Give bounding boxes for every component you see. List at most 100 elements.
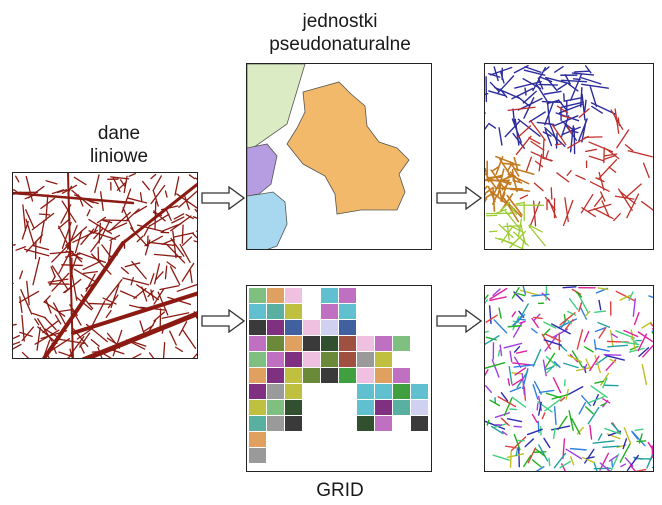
road-segment bbox=[485, 174, 503, 181]
grid-cell bbox=[375, 352, 392, 367]
road-segment bbox=[485, 298, 489, 305]
road-segment bbox=[513, 231, 529, 247]
road-segment bbox=[109, 211, 131, 232]
road-segment bbox=[590, 102, 617, 115]
grid-cell bbox=[249, 368, 266, 383]
road-segment bbox=[616, 129, 630, 149]
road-segment bbox=[528, 137, 541, 145]
road-segment bbox=[499, 70, 505, 84]
road-segment bbox=[620, 341, 640, 346]
road-segment bbox=[544, 336, 557, 352]
road-segment bbox=[492, 182, 501, 196]
road-segment bbox=[581, 119, 587, 143]
road-segment bbox=[193, 240, 197, 243]
road-segment bbox=[45, 300, 52, 314]
road-segment bbox=[514, 80, 542, 89]
road-segment bbox=[543, 66, 550, 72]
road-segment bbox=[169, 266, 181, 286]
road-segment bbox=[179, 243, 191, 263]
road-segment bbox=[509, 386, 522, 393]
road-segment bbox=[141, 180, 150, 191]
road-segment bbox=[528, 224, 546, 247]
grid-cell bbox=[321, 304, 338, 319]
zone-orange bbox=[286, 81, 410, 215]
road-segment bbox=[524, 66, 542, 73]
road-segment bbox=[181, 262, 195, 282]
road-segment bbox=[638, 347, 650, 357]
road-segment bbox=[629, 345, 639, 351]
road-segment bbox=[592, 440, 615, 444]
road-segment bbox=[528, 111, 546, 123]
grid-cell bbox=[357, 400, 374, 415]
road-segment bbox=[631, 430, 646, 447]
road-segment bbox=[627, 150, 653, 158]
road-segment bbox=[518, 446, 520, 468]
road-segment bbox=[80, 294, 94, 310]
road-segment bbox=[593, 195, 604, 207]
road-segment bbox=[71, 291, 197, 335]
road-segment bbox=[508, 366, 513, 385]
road-segment bbox=[492, 454, 510, 461]
grid-cell bbox=[267, 384, 284, 399]
road-segment bbox=[153, 263, 161, 285]
road-segment bbox=[534, 448, 546, 457]
grid-cell bbox=[249, 336, 266, 351]
road-segment bbox=[507, 325, 522, 328]
road-segment bbox=[514, 367, 527, 376]
grid-cell bbox=[249, 400, 266, 415]
road-segment bbox=[109, 234, 121, 242]
road-segment bbox=[122, 277, 150, 286]
grid-cell bbox=[249, 288, 266, 303]
grid-cell bbox=[303, 336, 320, 351]
road-segment bbox=[595, 177, 605, 183]
grid-cell bbox=[249, 448, 266, 463]
grid-cell bbox=[285, 416, 302, 431]
road-segment bbox=[43, 295, 51, 303]
grid-cell bbox=[339, 288, 356, 303]
grid-result-map bbox=[485, 286, 653, 471]
road-segment bbox=[533, 182, 544, 192]
road-segment bbox=[13, 334, 20, 340]
road-segment bbox=[581, 395, 592, 407]
road-segment bbox=[534, 160, 544, 168]
road-segment bbox=[509, 205, 518, 215]
arrow-right-icon bbox=[201, 186, 245, 210]
road-segment bbox=[531, 293, 550, 297]
road-segment bbox=[548, 457, 551, 467]
road-segment bbox=[551, 393, 569, 400]
road-segment bbox=[491, 165, 500, 172]
road-segment bbox=[58, 217, 71, 230]
road-segment bbox=[153, 253, 182, 258]
road-segment bbox=[119, 290, 138, 299]
road-segment bbox=[521, 373, 526, 396]
road-segment bbox=[45, 194, 49, 221]
road-segment bbox=[599, 452, 610, 471]
road-segment bbox=[169, 330, 177, 346]
road-segment bbox=[498, 168, 505, 188]
road-segment bbox=[557, 415, 568, 431]
road-segment bbox=[642, 344, 653, 358]
grid-cell bbox=[249, 432, 266, 447]
road-segment bbox=[173, 232, 195, 238]
road-segment bbox=[164, 265, 168, 280]
road-segment bbox=[488, 230, 498, 233]
road-segment bbox=[78, 252, 107, 263]
road-segment bbox=[47, 354, 50, 358]
road-segment bbox=[553, 361, 561, 368]
road-segment bbox=[597, 321, 611, 328]
road-segment bbox=[485, 294, 489, 301]
road-segment bbox=[494, 412, 511, 419]
road-segment bbox=[566, 169, 572, 177]
road-segment bbox=[515, 135, 532, 156]
road-segment bbox=[485, 335, 500, 346]
road-segment bbox=[568, 83, 579, 92]
road-segment bbox=[32, 245, 50, 251]
road-segment bbox=[632, 298, 637, 317]
road-segment bbox=[507, 106, 536, 112]
road-segment bbox=[517, 218, 522, 237]
road-segment bbox=[538, 153, 543, 172]
road-segment bbox=[598, 171, 605, 191]
road-segment bbox=[584, 65, 592, 74]
road-segment bbox=[52, 302, 68, 328]
road-segment bbox=[543, 321, 557, 329]
